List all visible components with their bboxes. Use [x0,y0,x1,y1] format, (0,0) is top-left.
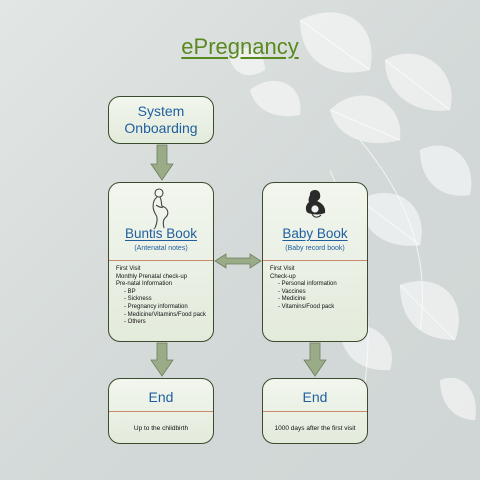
pregnant-woman-icon [109,187,213,229]
divider [109,411,213,412]
buntis-book-title[interactable]: Buntis Book [124,226,198,241]
list-item: Pre-natal Information [116,281,173,288]
baby-book-list: First Visit Check-up - Personal informat… [270,266,363,312]
list-item: - Pregnancy information [124,303,188,310]
buntis-book-list: First Visit Monthly Prenatal check-up Pr… [116,266,209,327]
divider [263,260,367,261]
end-note: 1000 days after the first visit [274,425,356,432]
end-label: End [148,389,174,405]
divider [109,260,213,261]
end-box-left: End Up to the childbirth [108,378,214,444]
buntis-book-box: Buntis Book (Antenatal notes) First Visi… [108,182,214,342]
list-item: - Medicine [278,296,306,303]
list-item: First Visit [116,266,141,272]
list-item: - Sickness [124,296,152,303]
baby-book-title[interactable]: Baby Book [282,226,348,241]
baby-book-subtitle: (Baby record book) [285,245,345,252]
divider [263,411,367,412]
end-label: End [302,389,328,405]
list-item: - BP [124,288,136,295]
onboarding-box: System Onboarding [108,96,214,144]
end-box-right: End 1000 days after the first visit [262,378,368,444]
list-item: - Others [124,319,146,326]
list-item: - Vaccines [278,288,306,295]
baby-book-box: Baby Book (Baby record book) First Visit… [262,182,368,342]
list-item: - Personal information [278,281,337,288]
page-title: ePregnancy [181,34,299,59]
buntis-book-subtitle: (Antenatal notes) [134,245,188,252]
onboarding-label: System Onboarding [124,103,198,136]
end-note: Up to the childbirth [133,425,189,432]
list-item: - Medicine/Vitamins/Food pack [124,311,206,318]
list-item: Check-up [270,273,296,280]
list-item: Monthly Prenatal check-up [116,273,188,280]
list-item: First Visit [270,266,295,272]
list-item: - Vitamins/Food pack [278,303,335,310]
mother-and-baby-icon [263,187,367,229]
